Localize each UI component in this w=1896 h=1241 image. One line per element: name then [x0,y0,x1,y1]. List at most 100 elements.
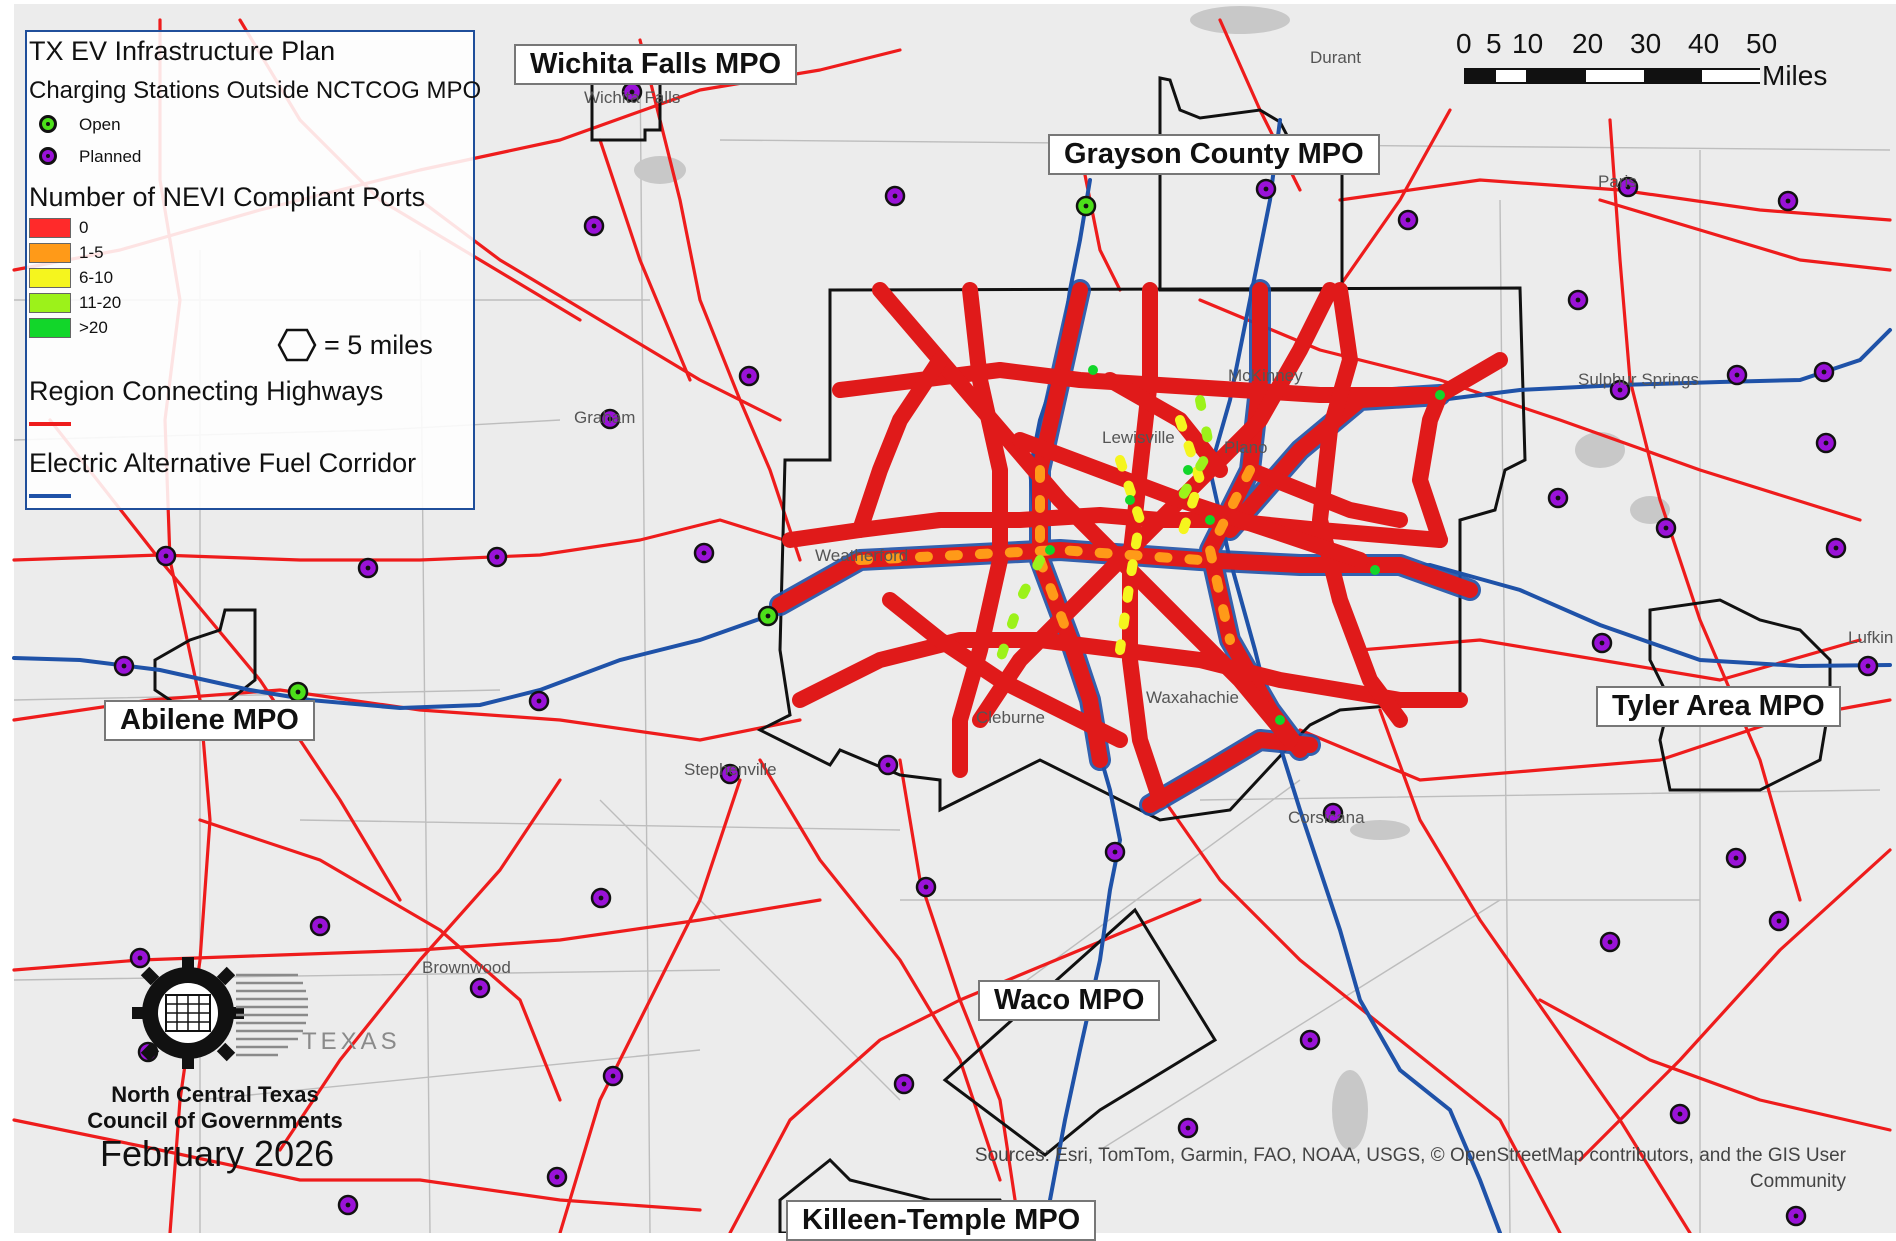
scale-tick-label: 50 [1746,28,1778,59]
planned-station-symbol [39,147,57,165]
town-label: Weatherford [815,546,909,565]
planned-station-marker-center [746,373,752,379]
town-label: Lewisville [1102,428,1175,447]
planned-station-marker-center [1599,640,1605,646]
map-date: February 2026 [100,1133,335,1174]
planned-station-marker-center [1785,198,1791,204]
mpo-label-abilene: Abilene MPO [104,700,315,741]
highway-line-symbol [29,422,71,426]
planned-station-marker-center [1833,545,1839,551]
planned-station-marker-center [1677,1111,1683,1117]
scale-tick-label: 20 [1572,28,1604,59]
planned-station-marker-center [1112,849,1118,855]
planned-station-marker-center [477,985,483,991]
town-label: Brownwood [422,958,511,977]
planned-station-marker-center [1865,663,1871,669]
planned-station-marker-center [494,554,500,560]
planned-station-marker-center [629,89,635,95]
planned-station-marker-center [121,663,127,669]
planned-station-marker-center [1663,525,1669,531]
dfw-highway-hex-network [769,279,1508,816]
legend-highways-label: Region Connecting Highways [29,376,384,406]
planned-station-marker-center [1776,918,1782,924]
charging-stations [113,81,1879,1227]
port-class-label: 6-10 [79,268,114,287]
scale-tick-label: 30 [1630,28,1662,59]
scale-segment [1526,70,1586,82]
planned-station-marker-center [137,955,143,961]
port-class-swatch [29,268,71,288]
open-station-marker-center [295,689,301,695]
mpo-label-grayson-county: Grayson County MPO [1048,134,1380,175]
org-name-line2: Council of Governments [87,1108,343,1133]
town-label: Stephenville [684,760,777,779]
open-station-marker-center [765,613,771,619]
planned-station-marker-center [892,193,898,199]
logo-texas-text: TEXAS [302,1028,401,1055]
planned-station-marker-center [1330,810,1336,816]
planned-station-marker-center [1307,1037,1313,1043]
legend-corridor-label: Electric Alternative Fuel Corridor [29,448,417,478]
planned-station-marker-center [365,565,371,571]
scale-unit: Miles [1762,60,1828,91]
planned-station-marker-center [1793,1213,1799,1219]
planned-station-marker-center [1263,186,1269,192]
planned-station-marker-center [345,1202,351,1208]
planned-station-marker-center [1405,217,1411,223]
town-label: Wichita Falls [584,88,681,107]
town-label: Durant [1310,48,1362,67]
map-credits: Sources: Esri, TomTom, Garmin, FAO, NOAA… [974,1145,1846,1192]
hexagon-icon [277,328,317,367]
port-class-swatch [29,318,71,338]
planned-station-marker-center [591,223,597,229]
planned-station-marker-center [1821,369,1827,375]
mpo-label-tyler-area: Tyler Area MPO [1596,686,1841,727]
town-label: Corsicana [1288,808,1365,827]
map-legend: TX EV Infrastructure Plan Charging Stati… [25,30,481,510]
port-class-label: 0 [79,218,89,237]
planned-station-marker-center [901,1081,907,1087]
planned-station-marker-center [1733,855,1739,861]
planned-station-marker-center [923,884,929,890]
mpo-label-killeen-temple: Killeen-Temple MPO [786,1200,1097,1241]
planned-station-marker-center [1823,440,1829,446]
planned-station-marker-center [1625,184,1631,190]
nctcog-logo [128,955,408,1075]
corridor-line-symbol [29,494,71,498]
planned-station-marker-center [885,762,891,768]
open-station-symbol [39,115,57,133]
port-class-swatch [29,243,71,263]
planned-station-marker-center [1185,1125,1191,1131]
scale-segment [1496,70,1526,82]
port-class-swatch [29,218,71,238]
open-station-marker-center [1083,203,1089,209]
scale-segment [1586,70,1644,82]
planned-station-marker-center [1734,372,1740,378]
mpo-label-waco: Waco MPO [978,980,1161,1021]
planned-station-marker-center [1607,939,1613,945]
scale-segment [1466,70,1496,82]
port-class-label: 11-20 [79,293,122,312]
town-label: Cleburne [976,708,1045,727]
scale-segment [1702,70,1760,82]
legend-open-label: Open [79,115,121,134]
planned-station-marker-center [610,1073,616,1079]
scale-segment [1644,70,1702,82]
scale-tick-label: 40 [1688,28,1720,59]
legend-hex-note: = 5 miles [324,330,433,360]
nctcog-mpo-boundary [756,286,1527,822]
legend-ports-heading: Number of NEVI Compliant Ports [29,182,426,212]
scale-segments [1464,68,1760,84]
planned-station-marker-center [701,550,707,556]
scale-tick-label: 10 [1512,28,1544,59]
scale-tick-label: 0 [1456,28,1472,59]
planned-station-marker-center [607,416,613,422]
town-label: Lufkin [1848,628,1894,647]
planned-station-marker-center [1555,495,1561,501]
planned-station-marker-center [554,1174,560,1180]
planned-station-marker-center [317,923,323,929]
scale-tick-label: 5 [1486,28,1502,59]
port-class-label: 1-5 [79,243,104,262]
org-name-line1: North Central Texas [111,1082,319,1107]
